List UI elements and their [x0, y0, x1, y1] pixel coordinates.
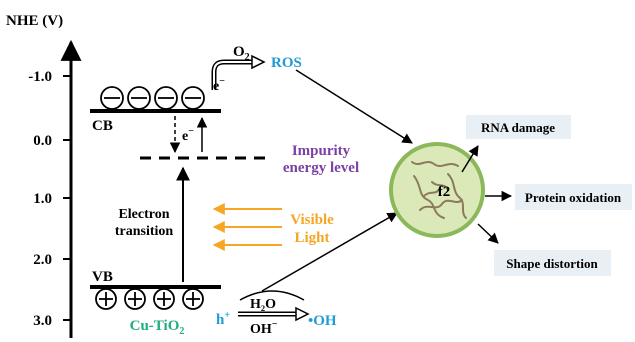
axis-ticks	[63, 75, 71, 321]
electron-transition-line1: Electron	[118, 207, 169, 222]
cell-label: f2	[438, 184, 451, 200]
electron-symbol-icon	[181, 86, 205, 110]
effect-box-shape	[494, 250, 611, 276]
hole-label: h+	[216, 310, 230, 328]
electron-symbol-mid: e−	[182, 126, 194, 144]
hole-symbol-icon	[182, 288, 204, 310]
h2o-label: H₂O	[250, 297, 276, 312]
conduction-band-electrons	[100, 86, 205, 110]
visible-light-line2: Light	[294, 230, 329, 246]
tick-label-3: 3.0	[33, 313, 52, 329]
tick-label-0: 0.0	[33, 133, 52, 149]
visible-light-arrows	[212, 203, 282, 251]
cb-label: CB	[92, 118, 113, 134]
electron-symbol-icon	[100, 86, 124, 110]
bacterial-cell	[389, 142, 485, 238]
effect-box-protein	[515, 184, 632, 210]
tick-label-minus1: -1.0	[28, 69, 52, 85]
material-label: Cu-TiO2	[130, 318, 185, 337]
effect-shape-distortion: Shape distortion	[506, 256, 598, 271]
effect-box-rna	[466, 115, 571, 139]
impurity-label-line2: energy level	[283, 160, 359, 176]
hole-symbol-icon	[153, 288, 175, 310]
tick-label-1: 1.0	[33, 191, 52, 207]
oh-minus-label: OH−	[250, 319, 278, 337]
o2-label: O2	[233, 44, 250, 63]
hole-symbol-icon	[95, 288, 117, 310]
electron-transition-line2: transition	[115, 224, 174, 239]
hole-symbol-icon	[124, 288, 146, 310]
electron-symbol-icon	[154, 86, 178, 110]
hydroxyl-radical-label: •OH	[308, 313, 337, 329]
electron-symbol-top: e−	[213, 76, 225, 94]
oh-to-cell-arrow	[261, 212, 398, 292]
vb-label: VB	[92, 269, 113, 285]
ros-label: ROS	[271, 55, 302, 71]
oh-arrow-head	[295, 306, 310, 322]
arrow-to-shape-distortion	[477, 223, 499, 244]
valence-band-holes	[95, 288, 204, 310]
ros-arrow-head	[251, 54, 266, 70]
effect-rna-damage: RNA damage	[481, 120, 555, 135]
arrow-to-rna-damage	[461, 145, 479, 173]
ros-to-cell-arrow	[295, 69, 413, 144]
effect-protein-oxidation: Protein oxidation	[525, 190, 622, 205]
visible-light-line1: Visible	[290, 212, 334, 228]
dna-strands	[411, 161, 467, 219]
impurity-label-line1: Impurity	[292, 143, 351, 159]
tick-label-2: 2.0	[33, 252, 52, 268]
hole-arc	[239, 290, 305, 301]
electron-symbol-icon	[127, 86, 151, 110]
ros-arrow-inner	[213, 61, 254, 90]
axis-title: NHE (V)	[6, 13, 63, 29]
